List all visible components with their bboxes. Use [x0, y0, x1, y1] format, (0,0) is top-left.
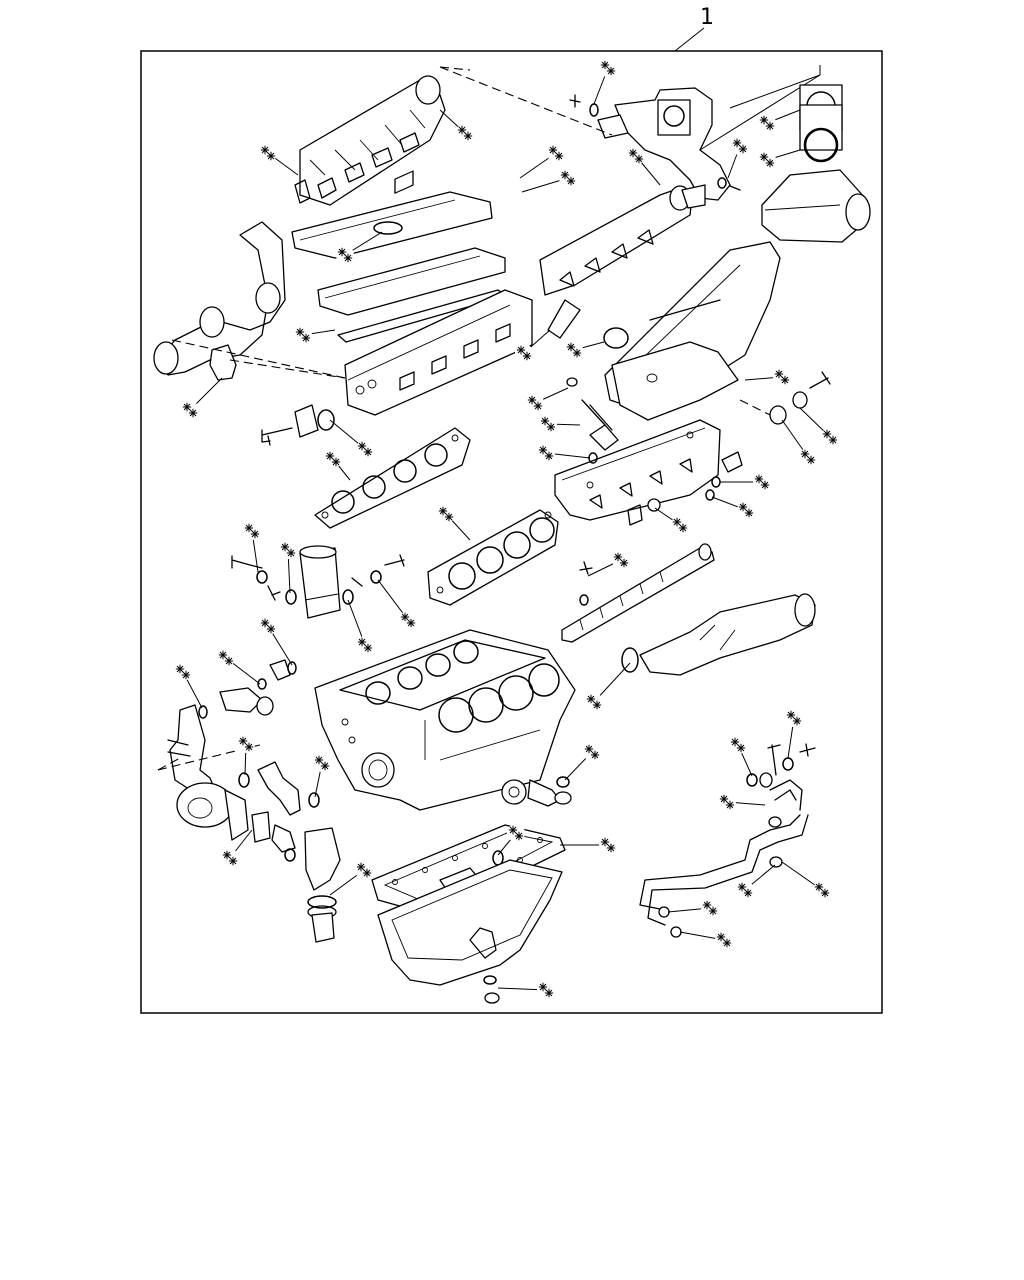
kit-item-marker [731, 137, 749, 155]
turbo-elbow [597, 87, 731, 209]
intake-manifold [294, 75, 446, 206]
valve-cover-gasket-left [317, 247, 506, 316]
kit-item-marker [526, 394, 544, 412]
water-inlet [257, 761, 320, 816]
kit-item-marker [507, 824, 525, 842]
camshaft [561, 543, 715, 643]
kit-item-marker [799, 448, 817, 466]
sensor [721, 451, 743, 473]
intake-tube-right [621, 593, 816, 676]
kit-item-marker [599, 59, 617, 77]
kit-item-marker [821, 428, 839, 446]
kit-item-markers [174, 59, 839, 999]
air-filter-housing [761, 169, 871, 243]
cylinder-head-left [344, 170, 533, 416]
cylinder-block [314, 629, 576, 811]
cylinder-head-right [554, 419, 721, 521]
kit-item-marker [813, 881, 831, 899]
head-gasket-right [427, 509, 559, 606]
bolt [799, 743, 816, 757]
kit-item-marker [773, 368, 791, 386]
valve-cover-gasket-right [611, 341, 739, 421]
kit-item-marker [785, 709, 803, 727]
kit-item-marker [174, 663, 192, 681]
exhaust-manifold-left [153, 221, 286, 381]
oil-pan [377, 859, 563, 986]
kit-item-marker [356, 440, 374, 458]
water-outlet-left [198, 659, 297, 719]
exhaust-manifold-right [539, 185, 693, 296]
callout-number: 1 [700, 5, 714, 30]
kit-item-marker [259, 144, 277, 162]
bolt [579, 561, 593, 575]
kit-item-marker [399, 611, 417, 629]
thermostat-elbow [251, 811, 341, 943]
valve-cover-left [291, 191, 493, 259]
kit-item-marker [515, 344, 533, 362]
kit-item-marker [237, 735, 255, 753]
kit-item-marker [336, 246, 354, 264]
kit-item-marker [547, 144, 565, 162]
air-intake-gasket [799, 84, 843, 163]
kit-item-marker [217, 649, 235, 667]
kit-item-marker [627, 147, 645, 165]
kit-item-marker [537, 444, 555, 462]
kit-item-marker [355, 861, 373, 879]
bolt [231, 555, 263, 569]
thermostat-housing [261, 404, 335, 446]
kit-item-marker [324, 450, 342, 468]
kit-item-marker [279, 541, 297, 559]
kit-item-marker [259, 617, 277, 635]
kit-item-marker [737, 501, 755, 519]
kit-item-marker [221, 849, 239, 867]
bolt [569, 94, 581, 108]
oil-cooler-pipe [639, 779, 809, 938]
kit-item-marker [753, 473, 771, 491]
kit-item-marker [313, 754, 331, 772]
exhaust-gasket [547, 299, 581, 339]
kit-item-marker [758, 151, 776, 169]
kit-item-marker [537, 981, 555, 999]
head-gasket-left [314, 427, 471, 529]
kit-item-marker [612, 551, 630, 569]
bolt [767, 744, 781, 776]
kit-item-marker [583, 743, 601, 761]
kit-item-marker [585, 693, 603, 711]
water-pump [167, 704, 249, 841]
bolt [384, 554, 405, 567]
kit-item-marker [701, 899, 719, 917]
bolt [809, 371, 831, 389]
kit-item-marker [437, 505, 455, 523]
kit-item-marker [758, 114, 776, 132]
kit-item-marker [718, 793, 736, 811]
kit-item-marker [539, 415, 557, 433]
injector [566, 377, 619, 451]
kit-item-marker [356, 636, 374, 654]
kit-item-marker [181, 401, 199, 419]
idler-gear [501, 776, 572, 807]
kit-item-marker [456, 124, 474, 142]
kit-item-marker [736, 881, 754, 899]
kit-item-marker [565, 341, 583, 359]
diagram-frame [140, 50, 883, 1014]
kit-item-marker [294, 326, 312, 344]
kit-item-marker [729, 736, 747, 754]
oil-filter [299, 545, 341, 619]
glow-plug [627, 504, 643, 526]
kit-item-marker [599, 836, 617, 854]
kit-item-marker [243, 522, 261, 540]
kit-item-marker [559, 169, 577, 187]
kit-item-marker [671, 516, 689, 534]
kit-item-marker [715, 931, 733, 949]
